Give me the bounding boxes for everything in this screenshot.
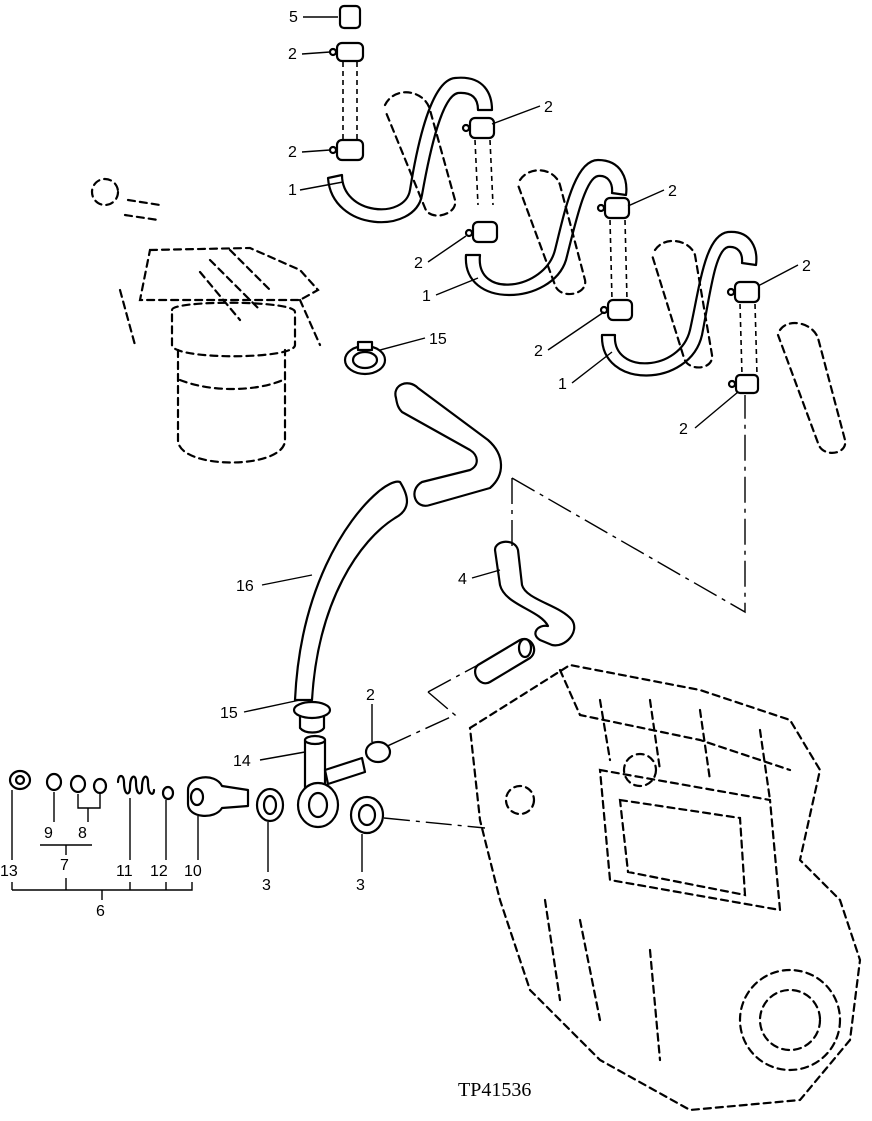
callout-4: 4 [458, 571, 467, 588]
fuel-filter-assembly [90, 177, 322, 464]
callout-1: 1 [422, 288, 431, 305]
callout-15: 15 [220, 705, 238, 722]
leak-off-hose-top [326, 4, 496, 224]
callout-1: 1 [558, 376, 567, 393]
callout-14: 14 [233, 753, 251, 770]
figure-id: TP41536 [458, 1079, 531, 1101]
overflow-valve-parts [8, 769, 250, 817]
fuel-hose-16 [292, 480, 408, 734]
callout-7: 7 [60, 857, 69, 874]
fuel-hose-4 [493, 540, 576, 647]
leak-off-hose-lower [599, 230, 761, 395]
callout-3: 3 [262, 877, 271, 894]
callout-2: 2 [668, 183, 677, 200]
callout-10: 10 [184, 863, 202, 880]
callout-3: 3 [356, 877, 365, 894]
callout-2: 2 [366, 687, 375, 704]
callout-9: 9 [44, 825, 53, 842]
callout-8: 8 [78, 825, 87, 842]
callout-2: 2 [544, 99, 553, 116]
callout-leaders [11, 16, 799, 900]
callout-15: 15 [429, 331, 447, 348]
callout-13: 13 [0, 863, 18, 880]
callout-2: 2 [802, 258, 811, 275]
callout-1: 1 [288, 182, 297, 199]
callout-12: 12 [150, 863, 168, 880]
connection-lines [382, 395, 746, 829]
callout-2: 2 [679, 421, 688, 438]
callout-16: 16 [236, 578, 254, 595]
callout-2: 2 [288, 46, 297, 63]
callout-2: 2 [534, 343, 543, 360]
callout-11: 11 [116, 863, 133, 880]
callout-6: 6 [96, 903, 105, 920]
banjo-fitting-14 [296, 734, 392, 829]
sealing-washers-3 [255, 787, 385, 835]
callout-2: 2 [414, 255, 423, 272]
fuel-hose-bent [394, 382, 503, 507]
callout-labels: 5 2 2 2 1 2 2 2 1 15 2 1 2 16 4 2 15 14 … [0, 9, 811, 920]
injection-pump [468, 663, 862, 1112]
callout-5: 5 [289, 9, 298, 26]
leak-off-hose-middle [464, 158, 631, 301]
injection-nozzles [383, 91, 847, 454]
callout-2: 2 [288, 144, 297, 161]
hose-clamp-15-upper [343, 340, 387, 376]
pipe-fitting [474, 637, 536, 685]
